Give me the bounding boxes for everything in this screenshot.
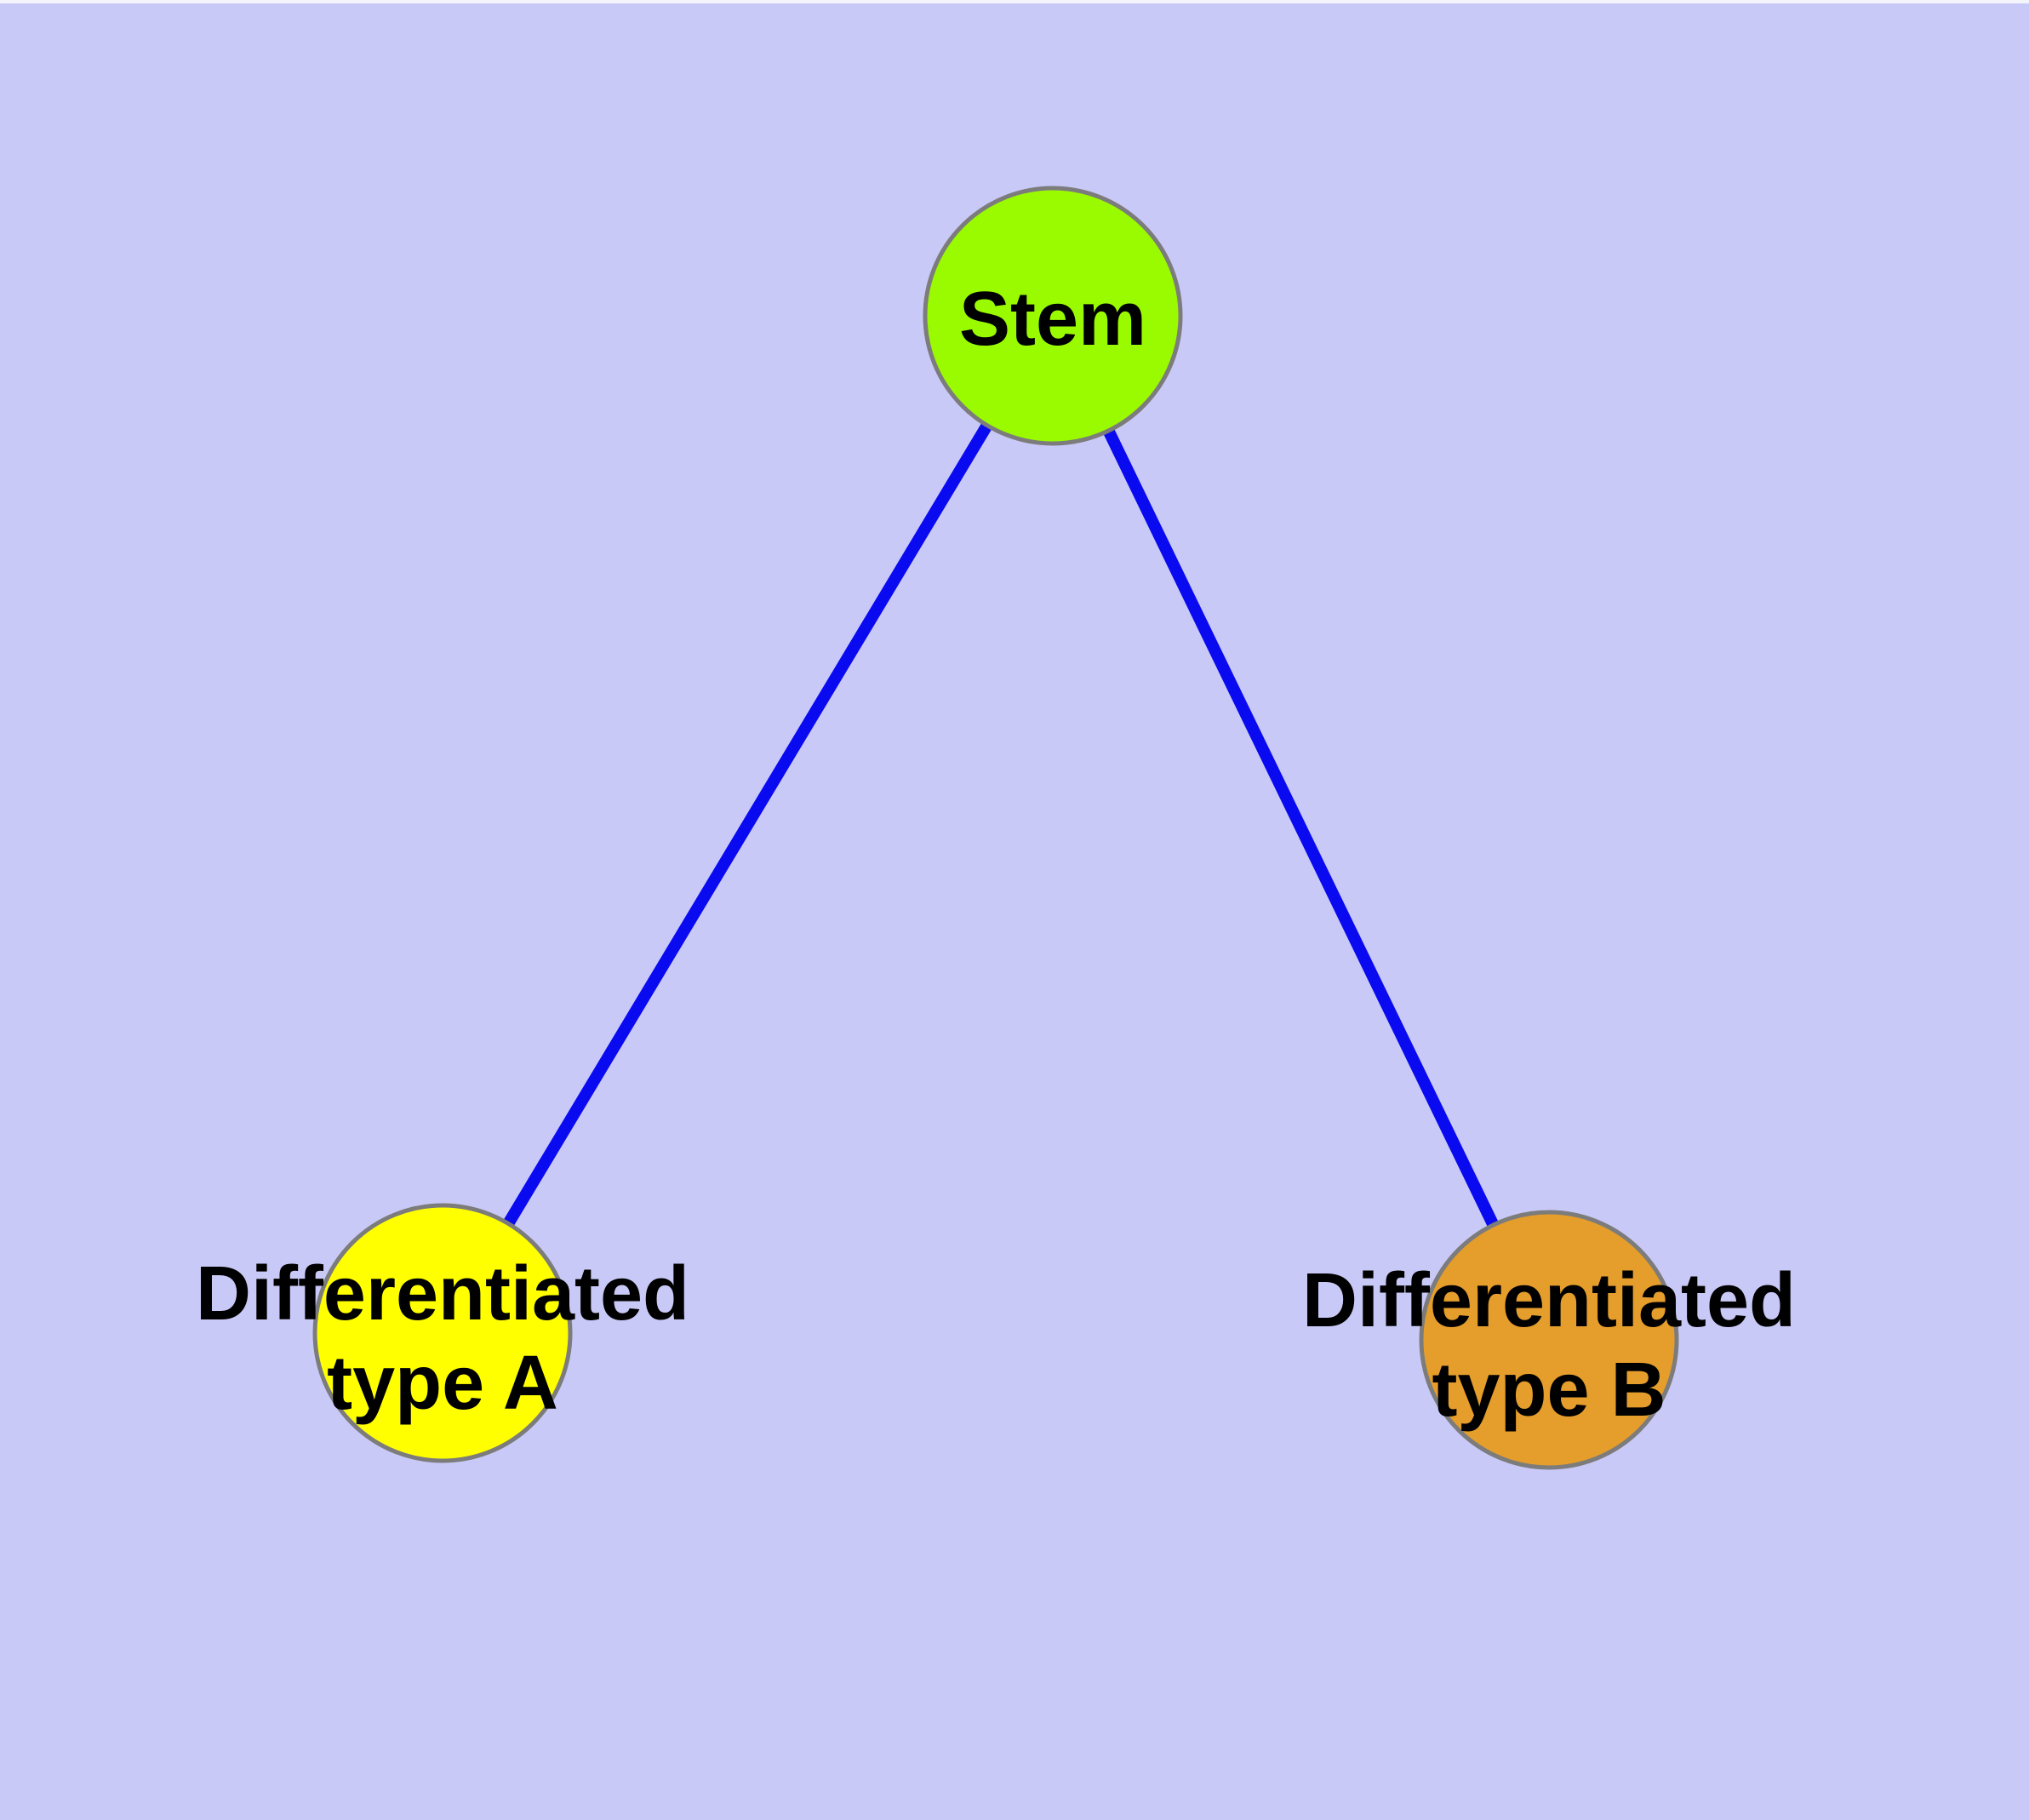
edges-layer bbox=[503, 422, 1499, 1228]
edge-stem-to-differentiated-type-b bbox=[1103, 427, 1499, 1228]
top-edge-highlight bbox=[0, 0, 2029, 3]
node-circle-differentiated-type-b[interactable] bbox=[1419, 1210, 1679, 1470]
node-label-stem: Stem bbox=[959, 277, 1146, 362]
node-circle-differentiated-type-a[interactable] bbox=[312, 1203, 573, 1463]
edge-stem-to-differentiated-type-a bbox=[503, 422, 992, 1227]
node-stem[interactable]: Stem bbox=[923, 186, 1183, 446]
node-circle-stem[interactable] bbox=[923, 186, 1183, 446]
